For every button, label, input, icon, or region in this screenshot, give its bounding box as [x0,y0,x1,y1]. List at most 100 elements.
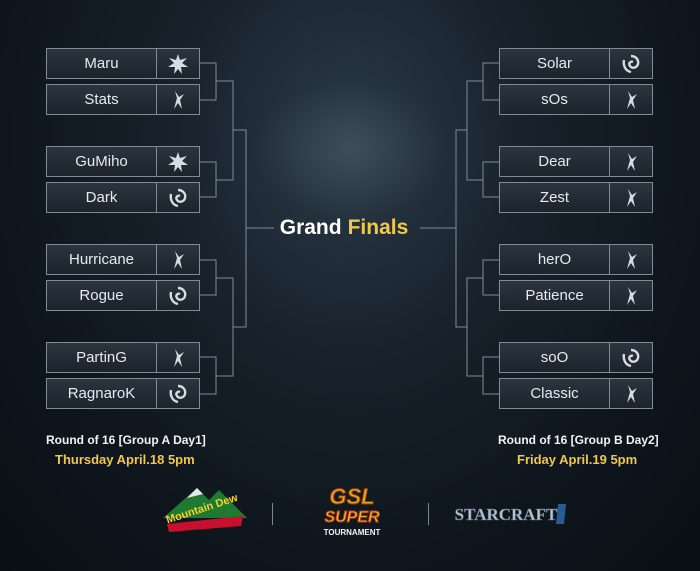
player-card-left-5[interactable]: Hurricane [46,244,200,275]
zerg-icon [622,348,640,367]
protoss-icon [627,286,637,305]
player-name: soO [540,349,569,366]
starcraft-logo-text: STARCRAFT [455,505,558,524]
protoss-icon [627,152,637,171]
player-name: Classic [530,385,579,402]
right-pair-line-1 [482,62,499,101]
player-name: Patience [525,287,584,304]
terran-icon [168,53,188,74]
player-card-left-6[interactable]: Rogue [46,280,200,311]
race-zerg-icon [156,281,199,310]
left-final-line [233,129,247,328]
zerg-icon [169,188,187,207]
player-card-left-7[interactable]: PartinG [46,342,200,373]
player-card-right-1[interactable]: Solar [499,48,653,79]
right-semi-line-2b [466,327,483,377]
protoss-icon [627,188,637,207]
race-terran-icon [156,49,199,78]
player-card-right-6[interactable]: Patience [499,280,653,311]
grand-finals-word-2: Finals [347,216,409,239]
protoss-icon [174,348,184,367]
race-zerg-icon [156,183,199,212]
logo-separator-2 [428,503,429,525]
player-card-left-3[interactable]: GuMiho [46,146,200,177]
protoss-icon [627,90,637,109]
protoss-icon [174,90,184,109]
player-card-left-2[interactable]: Stats [46,84,200,115]
player-card-right-3[interactable]: Dear [499,146,653,177]
player-name: Stats [84,91,119,108]
player-name: RagnaroK [67,385,136,402]
group-b-date: Friday April.19 5pm [517,452,638,467]
race-protoss-icon [156,343,199,372]
protoss-icon [174,250,184,269]
race-terran-icon [156,147,199,176]
zerg-icon [169,384,187,403]
player-card-right-5[interactable]: herO [499,244,653,275]
race-zerg-icon [156,379,199,408]
race-protoss-icon [156,85,199,114]
gsl-super-text: SUPER [324,509,380,526]
right-pair-line-2 [482,161,499,198]
race-zerg-icon [609,343,652,372]
player-name: herO [537,251,572,268]
right-semi-line-1b [466,130,483,181]
player-name: Hurricane [68,251,135,268]
group-a-label: Round of 16 [Group A Day1] [46,433,206,447]
left-semi-line-1 [216,80,234,130]
group-b-label: Round of 16 [Group B Day2] [498,433,659,447]
left-pair-line-1 [200,62,217,101]
race-protoss-icon [156,245,199,274]
player-name: Rogue [79,287,124,304]
player-card-right-7[interactable]: soO [499,342,653,373]
right-semi-line-2 [466,277,483,327]
player-name: Dear [538,153,571,170]
gsl-super-tournament-logo: GSL SUPER TOURNAMENT [324,484,381,538]
race-protoss-icon [609,379,652,408]
left-pair-line-2 [200,161,217,198]
logo-separator-1 [272,503,273,525]
group-a-date: Thursday April.18 5pm [55,452,195,467]
left-semi-line-2b [216,327,234,377]
player-name: GuMiho [75,153,128,170]
protoss-icon [627,384,637,403]
player-name: Dark [85,189,118,206]
background-glow [250,80,450,220]
race-protoss-icon [609,183,652,212]
race-protoss-icon [609,85,652,114]
right-final-line [455,129,467,328]
gsl-tournament-text: TOURNAMENT [324,528,381,537]
player-card-right-8[interactable]: Classic [499,378,653,409]
right-pair-line-3 [482,259,499,296]
player-card-left-4[interactable]: Dark [46,182,200,213]
race-protoss-icon [609,245,652,274]
player-name: PartinG [76,349,127,366]
starcraft-logo: STARCRAFT [454,504,566,524]
left-semi-line-2 [216,277,234,327]
player-name: Zest [539,189,570,206]
player-card-left-8[interactable]: RagnaroK [46,378,200,409]
zerg-icon [169,286,187,305]
player-card-left-1[interactable]: Maru [46,48,200,79]
protoss-icon [627,250,637,269]
race-protoss-icon [609,281,652,310]
player-card-right-4[interactable]: Zest [499,182,653,213]
right-pair-line-4 [482,356,499,395]
race-zerg-icon [609,49,652,78]
left-semi-line-1b [216,130,234,181]
player-name: sOs [541,91,568,108]
grand-finals-word-1: Grand [279,216,342,239]
player-name: Solar [536,55,573,72]
zerg-icon [622,54,640,73]
mountain-dew-logo: Mountain Dew [163,488,247,532]
grand-finals-title: Grand Finals [264,214,424,242]
right-semi-line-1 [466,80,483,130]
gsl-logo-text: GSL [329,484,374,509]
player-card-right-2[interactable]: sOs [499,84,653,115]
left-pair-line-4 [200,356,217,395]
race-protoss-icon [609,147,652,176]
left-pair-line-3 [200,259,217,296]
player-name: Maru [84,55,119,72]
